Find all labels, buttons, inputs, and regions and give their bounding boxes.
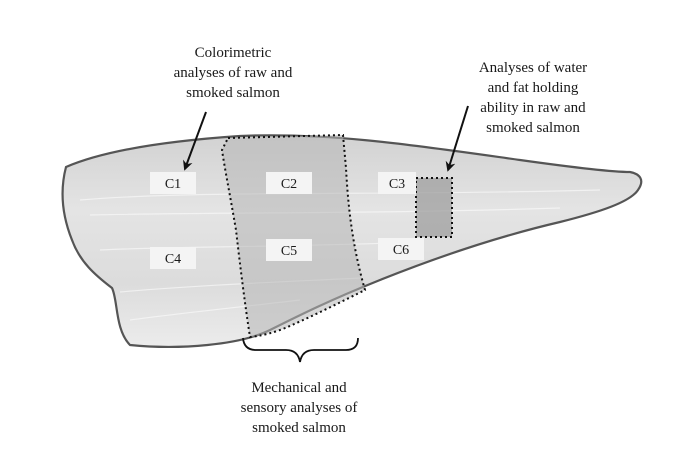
zone-c6-label: C6 xyxy=(393,243,409,258)
colorimetric-line-3: smoked salmon xyxy=(186,85,280,101)
mechanical-sensory-brace xyxy=(243,338,358,362)
water-fat-line-1: Analyses of water xyxy=(479,60,587,76)
zone-c3-label: C3 xyxy=(389,177,405,192)
mechanical-sensory-line-3: smoked salmon xyxy=(252,420,346,436)
mechanical-sensory-caption: Mechanical and sensory analyses of smoke… xyxy=(241,380,358,436)
water-fat-line-3: ability in raw and xyxy=(480,100,586,116)
water-fat-line-4: smoked salmon xyxy=(486,120,580,136)
mechanical-sensory-line-2: sensory analyses of xyxy=(241,400,358,416)
mechanical-sensory-line-1: Mechanical and xyxy=(251,380,347,396)
water-fat-line-2: and fat holding xyxy=(488,80,579,96)
zone-c5-label: C5 xyxy=(281,244,297,259)
colorimetric-line-1: Colorimetric xyxy=(195,45,272,61)
colorimetric-line-2: analyses of raw and xyxy=(174,65,293,81)
water-fat-caption: Analyses of water and fat holding abilit… xyxy=(479,60,587,136)
zone-c4-label: C4 xyxy=(165,252,181,267)
zone-c2-label: C2 xyxy=(281,177,297,192)
water-fat-region xyxy=(416,178,452,237)
colorimetric-caption: Colorimetric analyses of raw and smoked … xyxy=(174,45,293,101)
zone-c1-label: C1 xyxy=(165,177,181,192)
